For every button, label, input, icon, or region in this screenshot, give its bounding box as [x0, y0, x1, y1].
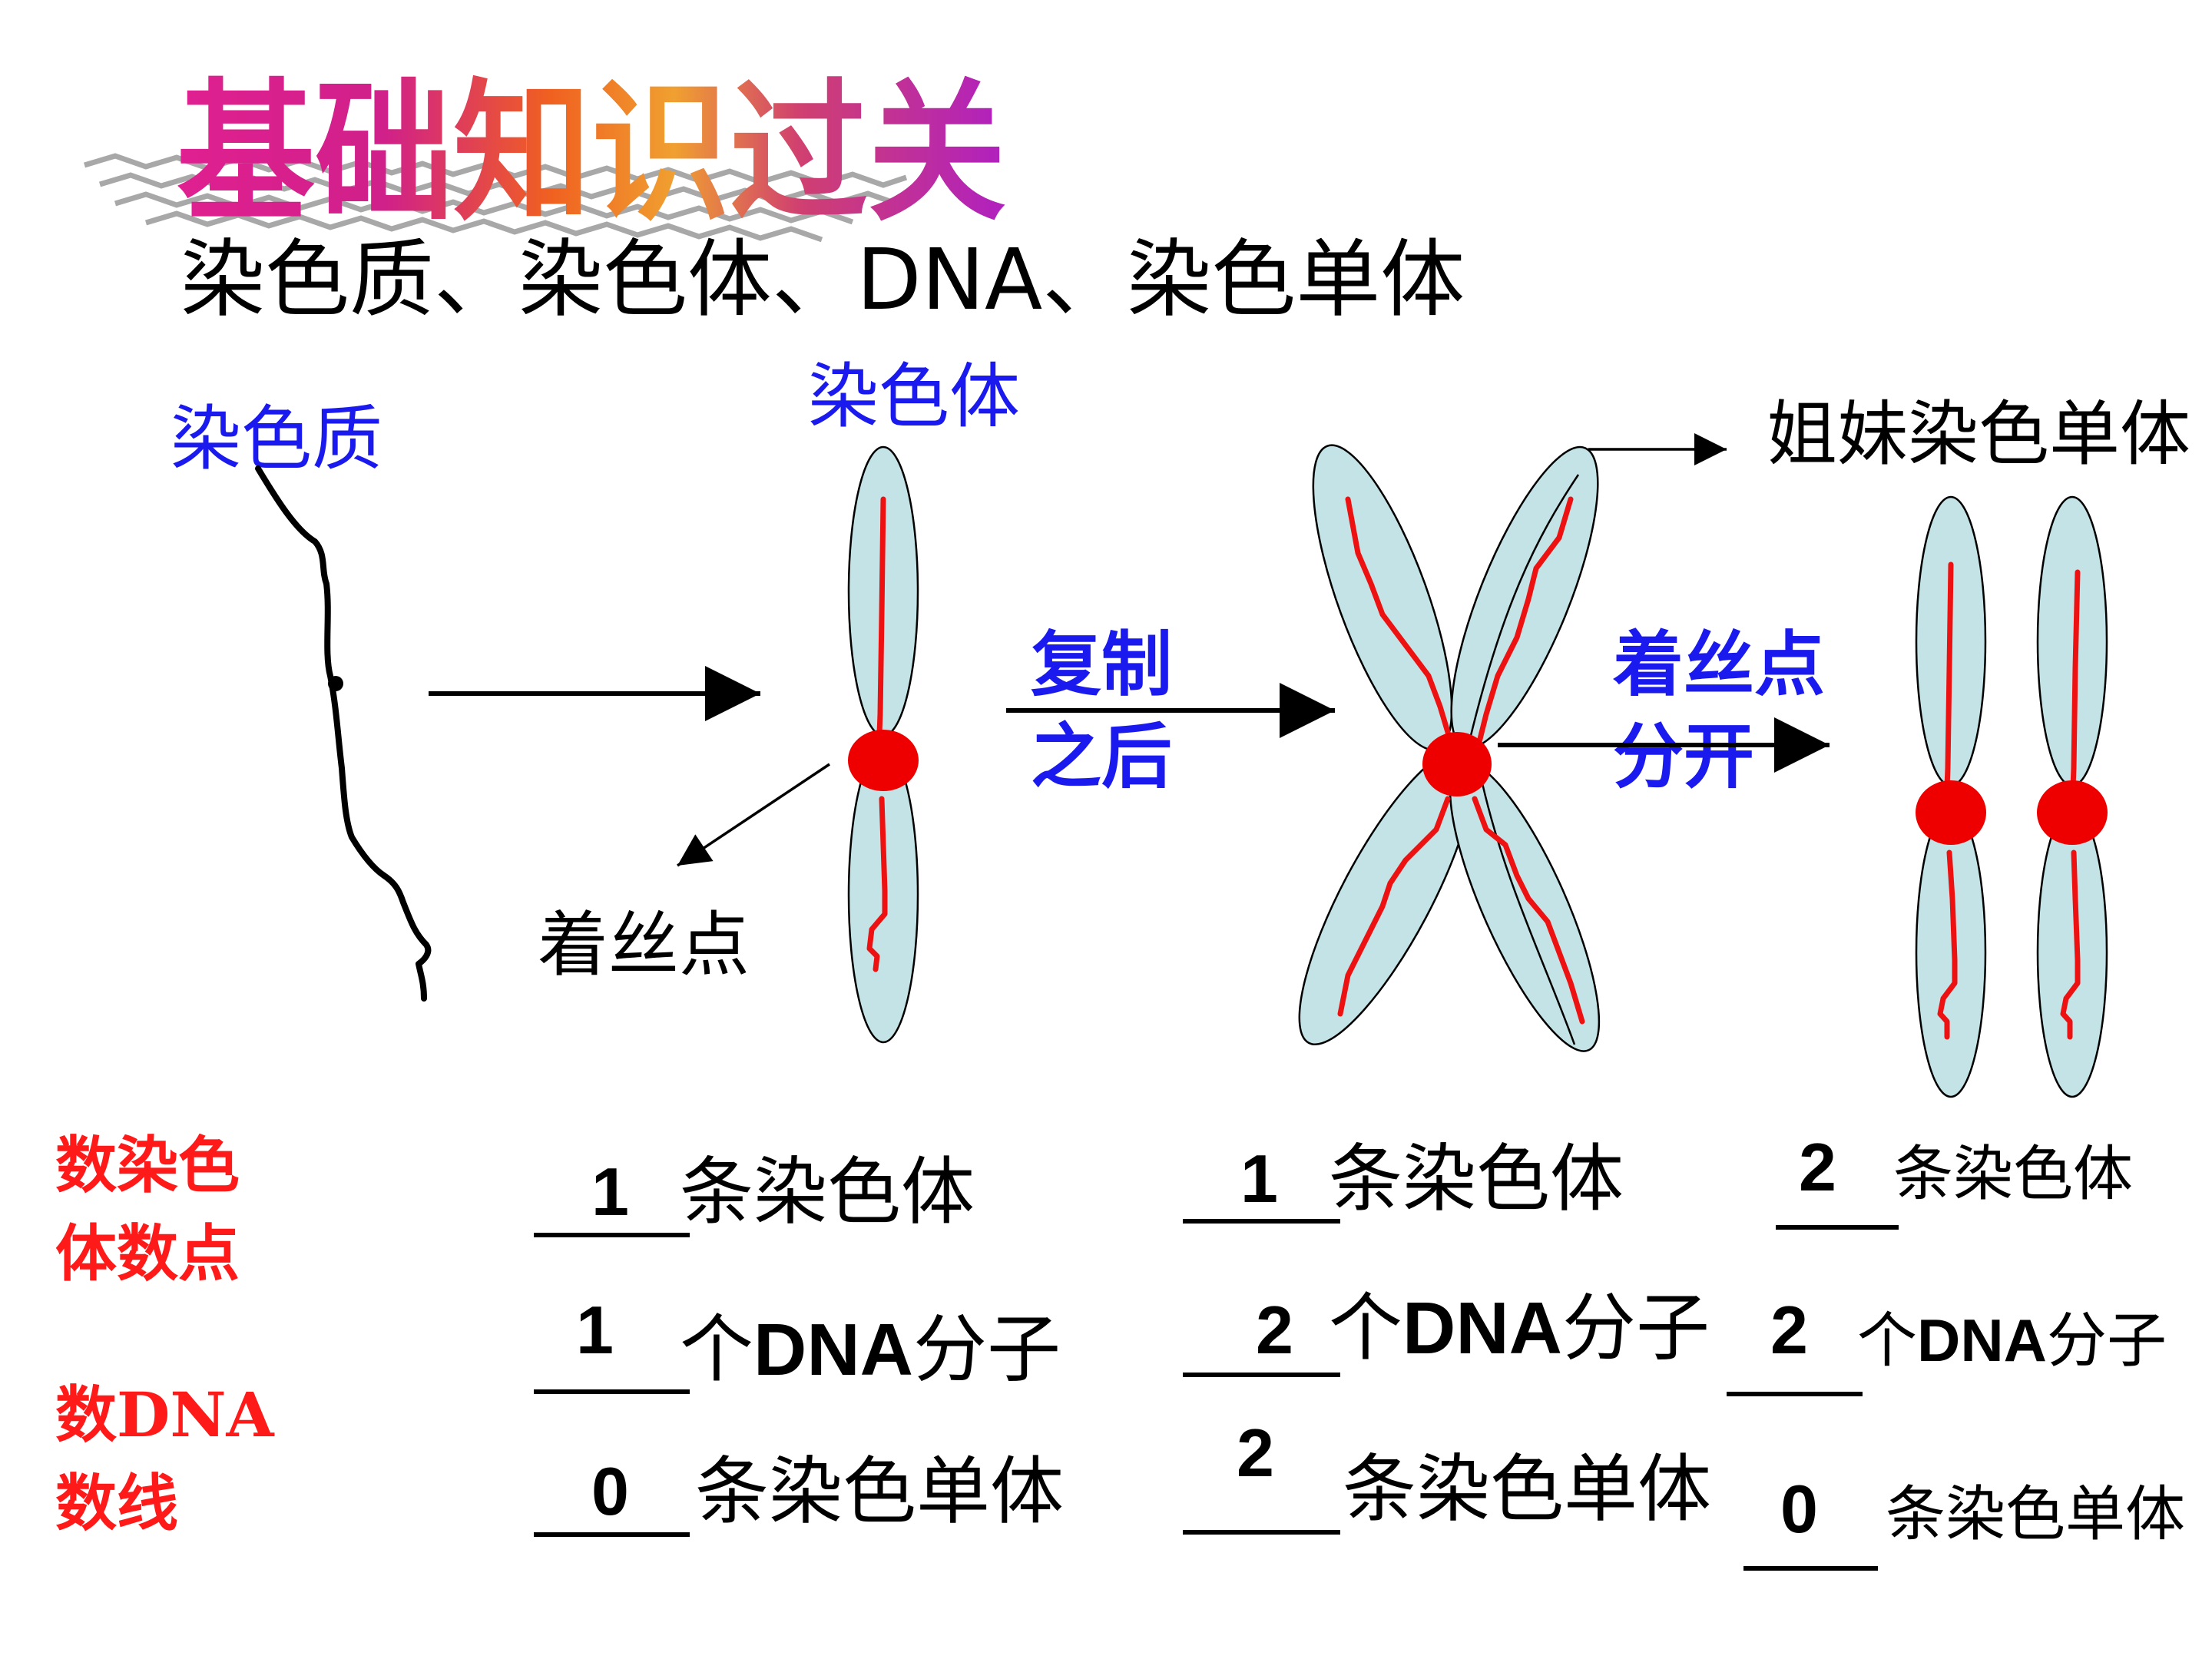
col1-chromosome-count: 1 [591, 1154, 629, 1230]
chromosome-separated-right [2036, 495, 2108, 1098]
subtitle: 染色质、染色体、DNA、染色单体 [180, 230, 1465, 329]
side-label-dna-1: 数DNA [55, 1379, 274, 1451]
chromosome-single [847, 445, 919, 1044]
col1-chromosome-unit: 条染色体 [680, 1149, 975, 1235]
page-title: 基础知识过关 [177, 65, 1006, 242]
label-centromere: 着丝点 [538, 904, 750, 986]
label-split-2: 分开 [1613, 716, 1754, 798]
side-label-chromosome-2: 体数点 [55, 1217, 240, 1290]
col2-chromatid-count: 2 [1237, 1415, 1274, 1491]
col1-dna-count: 1 [576, 1292, 614, 1368]
col3-chromosome-unit: 条染色体 [1893, 1140, 2133, 1209]
counts-col3: 2 条染色体 2 个DNA分子 0 条染色单体 [1727, 1129, 2185, 1571]
label-replicate-1: 复制 [1031, 624, 1172, 706]
col1-dna-unit: 个DNA分子 [680, 1306, 1061, 1392]
col2-chromosome-count: 1 [1240, 1141, 1278, 1217]
col3-chromatid-count: 0 [1780, 1471, 1818, 1547]
side-label-chromosome-1: 数染色 [55, 1129, 240, 1201]
col3-dna-count: 2 [1770, 1292, 1808, 1368]
col2-chromosome-unit: 条染色体 [1329, 1136, 1624, 1222]
col3-chromosome-count: 2 [1799, 1129, 1836, 1205]
col3-chromatid-unit: 条染色单体 [1886, 1480, 2185, 1549]
col2-dna-count: 2 [1256, 1292, 1293, 1368]
counts-col1: 1 条染色体 1 个DNA分子 0 条染色单体 [534, 1149, 1064, 1537]
title-shadow [83, 153, 908, 243]
label-chromosome: 染色体 [808, 356, 1020, 438]
label-replicate-2: 之后 [1031, 716, 1172, 798]
col2-chromatid-unit: 条染色单体 [1343, 1446, 1711, 1532]
col2-dna-unit: 个DNA分子 [1329, 1285, 1710, 1371]
col1-chromatid-count: 0 [591, 1453, 629, 1529]
side-label-dna-2: 数线 [55, 1467, 178, 1539]
chromatin-strand [255, 465, 432, 1002]
counts-col2: 1 条染色体 2 个DNA分子 2 条染色单体 [1183, 1136, 1711, 1535]
chromosome-separated-left [1915, 495, 1987, 1098]
label-sister-chromatids: 姐妹染色单体 [1767, 393, 2190, 475]
title-group: 基础知识过关 [83, 65, 1006, 243]
chromosome-replicated [1298, 444, 1601, 1052]
label-chromatin: 染色质 [171, 398, 382, 480]
col1-chromatid-unit: 条染色单体 [695, 1449, 1064, 1535]
arrow-to-centromere [677, 763, 830, 867]
label-split-1: 着丝点 [1613, 624, 1825, 706]
col3-dna-unit: 个DNA分子 [1857, 1306, 2167, 1376]
